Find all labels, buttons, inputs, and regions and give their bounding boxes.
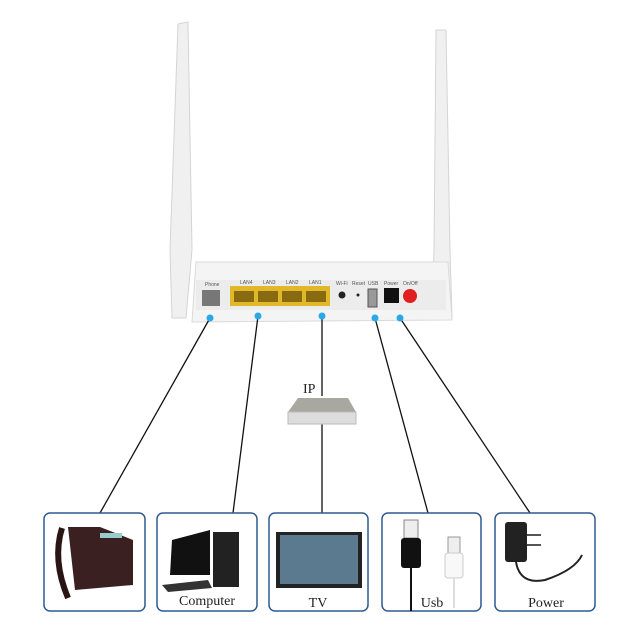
connection-lines (99, 315, 531, 514)
phone-port (202, 290, 220, 306)
port-label-lan3: LAN3 (263, 280, 276, 286)
port-dots (206, 312, 404, 322)
router: Phone LAN4 LAN3 LAN2 LAN1 Wi-Fi Reset US… (191, 261, 453, 323)
device-label-computer: Computer (179, 594, 235, 609)
port-label-power: Power (384, 281, 399, 287)
port-label-phone: Phone (205, 282, 220, 288)
port-label-reset: Reset (352, 281, 366, 287)
usb-port (367, 288, 378, 308)
port-label-onoff: On/Off (403, 281, 418, 287)
tv-icon (276, 532, 362, 588)
port-label-lan2: LAN2 (286, 280, 299, 286)
power-jack (384, 288, 399, 303)
onoff-button (403, 289, 417, 303)
device-label-usb: Usb (421, 596, 444, 611)
device-label-power: Power (528, 596, 564, 611)
power-adapter-icon (505, 522, 583, 582)
ip-set-top-box (287, 398, 357, 425)
lan-ports (230, 286, 330, 306)
wifi-button (338, 291, 346, 299)
usb-cable-icon (401, 519, 464, 611)
port-label-lan4: LAN4 (240, 280, 253, 286)
device-label-tv: TV (309, 596, 328, 611)
reset-hole (356, 293, 360, 297)
telephone-icon (55, 527, 133, 600)
port-label-wifi: Wi-Fi (336, 281, 348, 287)
antenna-left (169, 21, 193, 319)
ip-label: IP (303, 382, 316, 397)
port-label-usb: USB (368, 281, 379, 287)
port-label-lan1: LAN1 (309, 280, 322, 286)
computer-icon (162, 530, 239, 592)
